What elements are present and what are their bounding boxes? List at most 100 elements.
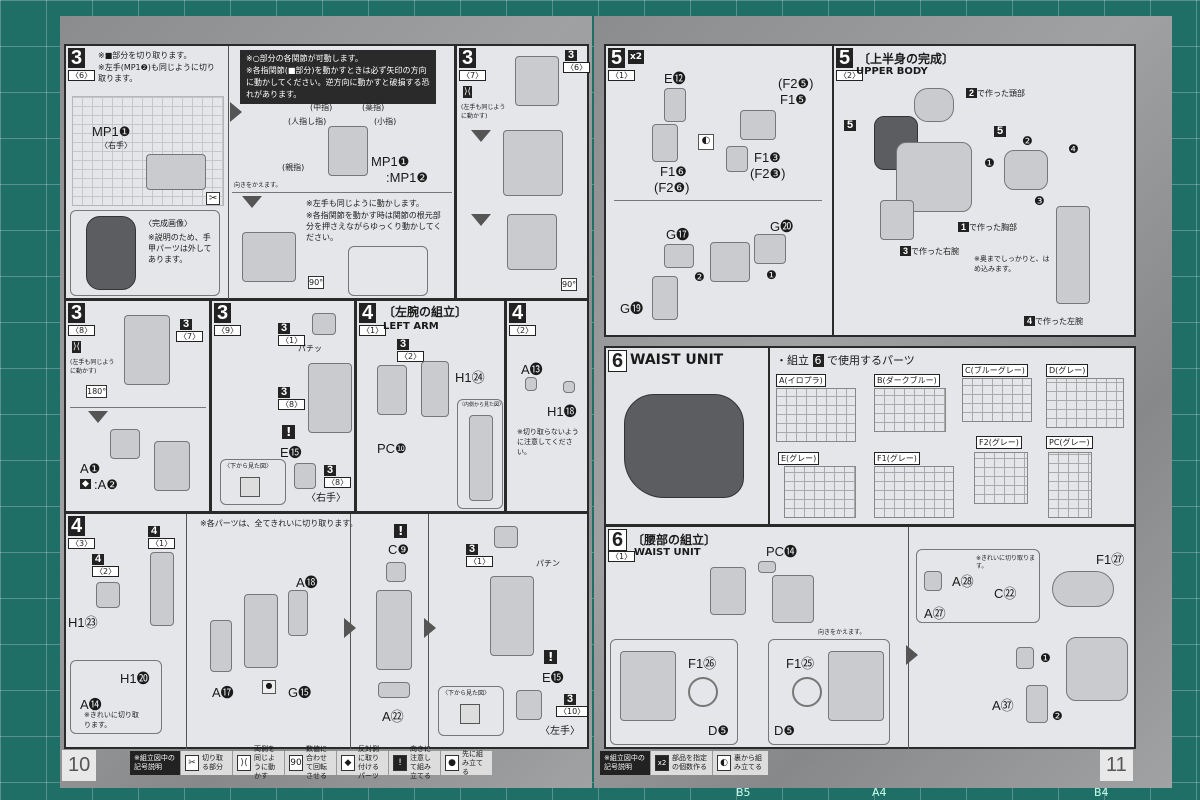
part-label: :MP1❷	[386, 170, 428, 185]
part-illustration	[378, 682, 410, 698]
part-illustration	[386, 562, 406, 582]
ref-step: 1	[958, 222, 970, 232]
part-illustration	[652, 124, 678, 162]
part-label: MP1❶	[92, 124, 131, 139]
legend-text: 切り取る部分	[202, 754, 223, 771]
finger-label: (小指)	[374, 117, 397, 126]
ref-sub: 〈8〉	[324, 477, 352, 488]
bottom-view-label: 〈下から見た図〉	[442, 690, 491, 697]
order-number: ❶	[1040, 651, 1051, 665]
armor-part	[210, 620, 232, 672]
divider	[228, 46, 229, 300]
parts-heading: ・組立 6 で使用するパーツ	[776, 352, 915, 368]
ref-text: で作った左腕	[1035, 317, 1084, 326]
ref-sub: 〈1〉	[466, 556, 494, 567]
step-number: 6	[608, 529, 628, 551]
legend-item: ◆反対側に取り付けるパーツ	[336, 745, 388, 780]
runner-label-f1: F1(グレー)	[874, 452, 920, 465]
finger-label: (薬指)	[362, 103, 385, 112]
sound-label: パチッ	[298, 344, 322, 353]
ref-text: で作った右腕	[911, 247, 960, 256]
detail-inset	[916, 549, 1040, 623]
left-arm-illustration	[1056, 206, 1090, 304]
order-number: ❹	[1068, 142, 1079, 156]
ref-text: で作った胸部	[969, 223, 1018, 232]
runner-label-d: D(グレー)	[1046, 364, 1089, 377]
step-number: 5	[608, 48, 626, 68]
ref-sub: 〈2〉	[92, 566, 120, 577]
order-number: ❷	[694, 270, 705, 284]
legend-item: !向きに注意して組み立てる	[388, 745, 440, 780]
part-label: E⓯	[280, 445, 302, 460]
part-label: (F2❻)	[654, 180, 690, 195]
page-number: 10	[62, 750, 97, 781]
note: ※各パーツは、全てきれいに切り取ります。	[200, 519, 358, 528]
step-number: 3	[68, 48, 86, 68]
ref-step: 3	[324, 465, 337, 476]
ref-step: 3	[278, 387, 291, 398]
exclamation-icon: !	[393, 755, 407, 771]
part-label: F1㉖	[688, 656, 717, 671]
heading-text: で使用するパーツ	[827, 354, 915, 367]
part-illustration	[525, 377, 537, 391]
detail-inset	[768, 639, 890, 745]
ring-part	[688, 677, 718, 707]
part-label: C❾	[388, 542, 410, 557]
waist-half-illustration	[828, 651, 884, 721]
note: ※切り取らないように注意してください。	[517, 428, 579, 456]
step-number: 6	[608, 350, 628, 372]
ref-step: 4	[92, 554, 105, 565]
part-label: E⓯	[542, 670, 564, 685]
divider	[232, 192, 452, 193]
part-label: F1❸	[754, 150, 781, 165]
part-view	[240, 477, 260, 497]
runner-b	[874, 388, 946, 432]
ref-step: 3	[278, 323, 291, 334]
order-number: ❶	[766, 268, 777, 282]
ref-step: 4	[148, 526, 161, 537]
part-label: H1⓲	[547, 404, 577, 419]
part-label: G⓯	[288, 685, 312, 700]
step-sub: 〈2〉	[509, 325, 537, 336]
part-label: :A❷	[94, 477, 118, 492]
heading-text: ・組立	[776, 354, 809, 367]
ref-sub: 〈10〉	[556, 706, 589, 717]
reverse-side-icon: ◆	[341, 755, 355, 771]
note: (左手も同じように動かす)	[70, 359, 115, 375]
part-label: G⓱	[666, 227, 690, 242]
detail-inset	[610, 639, 738, 745]
exclamation-icon: !	[394, 524, 408, 538]
step-sub: 〈1〉	[359, 325, 387, 336]
hand-label: 〈右手〉	[306, 493, 346, 504]
nipper-icon: ✂	[206, 192, 221, 205]
legend-text: 両側を同じように動かす	[254, 745, 275, 780]
hand-illustration	[516, 690, 542, 720]
parts-list-panel: ・組立 6 で使用するパーツ A(イロプラ) B(ダークブルー) C(ブルーグレ…	[768, 346, 1136, 526]
runner-a	[776, 388, 856, 442]
legend-text: 裏から組み立てる	[734, 754, 762, 771]
step-3-9-panel: 3 〈9〉 3 〈1〉 パチッ 3 〈8〉 ! E⓯ 〈下から見た図〉 3 〈8…	[210, 299, 356, 513]
pc-part	[758, 561, 776, 573]
page-number: 11	[1100, 750, 1133, 781]
waist-half-illustration	[710, 567, 746, 615]
hand-illustration	[503, 130, 563, 196]
part-view	[460, 704, 480, 724]
title-en: WAIST UNIT	[630, 352, 724, 368]
part-label: F1㉕	[786, 656, 815, 671]
part-label: F1㉗	[1096, 552, 1125, 567]
step-sub: 〈1〉	[608, 551, 636, 562]
step-3-8-panel: 3 〈8〉 3 〈7〉 ⟩⟨ (左手も同じように動かす) 180° A❶ ◆ :…	[64, 299, 211, 513]
part-illustration	[740, 110, 776, 140]
mirror-icon: ⟩⟨	[237, 755, 251, 771]
legend-item: ◐裏から組み立てる	[712, 751, 768, 775]
next-arrow	[424, 618, 436, 638]
down-arrow	[471, 130, 491, 142]
step-sub: 〈6〉	[68, 70, 96, 81]
back-side-icon: ●	[262, 680, 276, 694]
title-jp: 〔腰部の組立〕	[632, 533, 717, 547]
step-sub: 〈2〉	[836, 70, 864, 81]
turn-text: 向きをかえます。	[234, 182, 282, 189]
